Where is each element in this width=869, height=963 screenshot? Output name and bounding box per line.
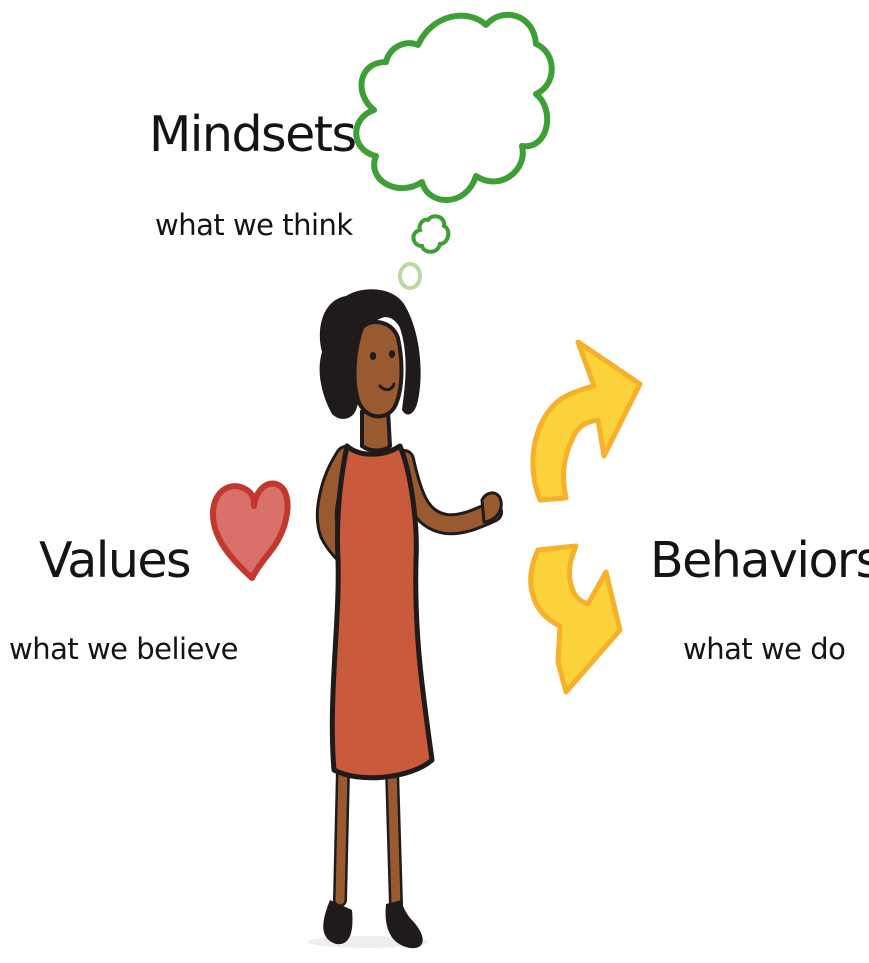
thought-cloud-outline xyxy=(353,11,555,203)
behaviors-subtitle: what we do xyxy=(683,632,846,666)
values-subtitle: what we believe xyxy=(9,632,238,666)
thought-cloud-icon xyxy=(353,11,555,290)
curved-arrows-icon xyxy=(528,339,643,695)
mindsets-subtitle: what we think xyxy=(155,208,353,242)
arrow-up-icon xyxy=(530,339,643,503)
heart-icon xyxy=(209,480,291,581)
thought-bubble-small xyxy=(398,262,422,290)
woman-figure-illustration xyxy=(308,289,503,949)
values-title: Values xyxy=(39,532,192,589)
thought-bubble-medium xyxy=(411,214,451,254)
arrow-down-icon xyxy=(528,543,623,695)
behaviors-title: Behaviors xyxy=(650,532,869,589)
dress xyxy=(329,443,435,781)
mindsets-title: Mindsets xyxy=(149,106,357,163)
face xyxy=(352,320,404,419)
